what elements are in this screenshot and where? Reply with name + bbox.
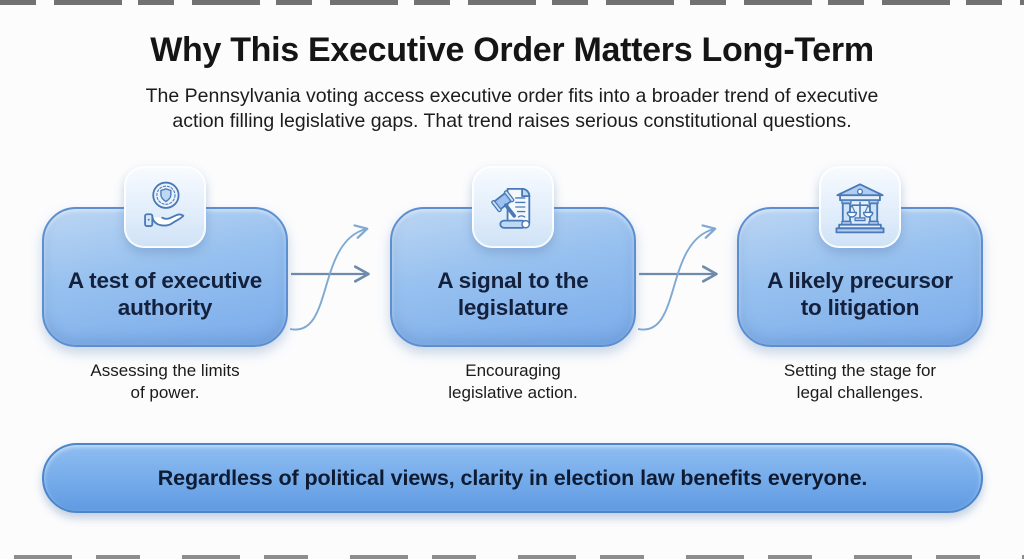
node-title-line: authority bbox=[117, 295, 213, 320]
node-title-line: A likely precursor bbox=[767, 268, 953, 293]
node-title-line: to litigation bbox=[800, 295, 920, 320]
arrow-curved-2 bbox=[637, 224, 717, 331]
caption-line: Assessing the limits bbox=[90, 361, 240, 380]
conclusion-banner-text: Regardless of political views, clarity i… bbox=[157, 465, 868, 490]
arrow-curved-1 bbox=[289, 224, 369, 331]
bottom-edge-artifact bbox=[0, 555, 1024, 559]
node-icon-badge bbox=[124, 166, 206, 248]
subtitle-line-2: action filling legislative gaps. That tr… bbox=[172, 110, 852, 132]
node-title-line: legislature bbox=[457, 295, 569, 320]
page-subtitle: The Pennsylvania voting access executive… bbox=[0, 84, 1024, 134]
node-icon-badge bbox=[472, 166, 554, 248]
node-title-line: A signal to the bbox=[437, 268, 589, 293]
top-edge-artifact bbox=[0, 0, 1024, 5]
page-title: Why This Executive Order Matters Long-Te… bbox=[150, 31, 874, 69]
seal-in-hand-icon bbox=[144, 181, 185, 227]
node-title-line: A test of executive bbox=[67, 268, 263, 293]
conclusion-banner: Regardless of political views, clarity i… bbox=[42, 443, 983, 513]
gavel-scroll-icon bbox=[491, 187, 531, 229]
node-caption: Setting the stage for legal challenges. bbox=[737, 360, 983, 404]
node-caption: Encouraging legislative action. bbox=[390, 360, 636, 404]
caption-line: of power. bbox=[130, 383, 200, 402]
node-caption: Assessing the limits of power. bbox=[42, 360, 288, 404]
caption-line: Encouraging bbox=[465, 361, 561, 380]
caption-line: legal challenges. bbox=[796, 383, 924, 402]
caption-line: legislative action. bbox=[448, 383, 578, 402]
courthouse-scales-icon bbox=[835, 183, 885, 234]
caption-line: Setting the stage for bbox=[783, 361, 937, 380]
subtitle-line-1: The Pennsylvania voting access executive… bbox=[145, 85, 879, 107]
node-icon-badge bbox=[819, 166, 901, 248]
